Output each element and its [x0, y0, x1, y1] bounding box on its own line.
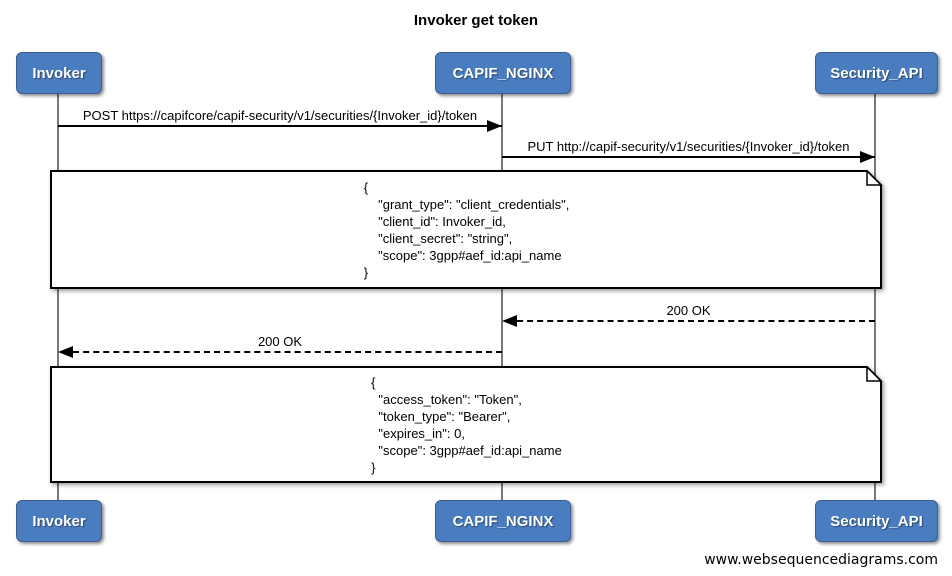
actor-top-capif-nginx: CAPIF_NGINX — [435, 52, 571, 94]
arrowhead-right-icon — [487, 120, 502, 132]
message-line-post-token — [58, 125, 502, 127]
actor-top-security-api: Security_API — [815, 52, 938, 94]
message-label-200ok-capif: 200 OK — [257, 334, 303, 349]
message-label-put-token: PUT http://capif-security/v1/securities/… — [527, 139, 850, 154]
note-request-body-text: { "grant_type": "client_credentials", "c… — [363, 180, 570, 280]
actor-bottom-capif-nginx: CAPIF_NGINX — [435, 500, 571, 542]
diagram-title: Invoker get token — [413, 12, 539, 29]
watermark-websequencediagrams: www.websequencediagrams.com — [704, 552, 938, 568]
note-shape-icon — [50, 170, 883, 289]
note-response-body: { "access_token": "Token", "token_type":… — [50, 366, 883, 484]
lifeline-security-api — [874, 92, 876, 502]
message-label-200ok-security: 200 OK — [666, 303, 711, 318]
lifeline-capif-nginx — [501, 92, 503, 502]
message-label-post-token: POST https://capifcore/capif-security/v1… — [82, 108, 478, 123]
lifeline-invoker — [57, 92, 59, 502]
note-request-body: { "grant_type": "client_credentials", "c… — [50, 170, 883, 290]
note-response-body-text: { "access_token": "Token", "token_type":… — [371, 375, 562, 475]
message-line-200ok-security — [507, 320, 875, 322]
arrowhead-left-icon — [502, 315, 517, 327]
note-shape-icon — [50, 366, 883, 483]
arrowhead-right-icon — [860, 151, 875, 163]
actor-bottom-security-api: Security_API — [815, 500, 938, 542]
actor-top-invoker: Invoker — [16, 52, 102, 94]
message-line-put-token — [502, 156, 875, 158]
message-line-200ok-capif — [63, 351, 502, 353]
arrowhead-left-icon — [58, 346, 73, 358]
actor-bottom-invoker: Invoker — [16, 500, 102, 542]
